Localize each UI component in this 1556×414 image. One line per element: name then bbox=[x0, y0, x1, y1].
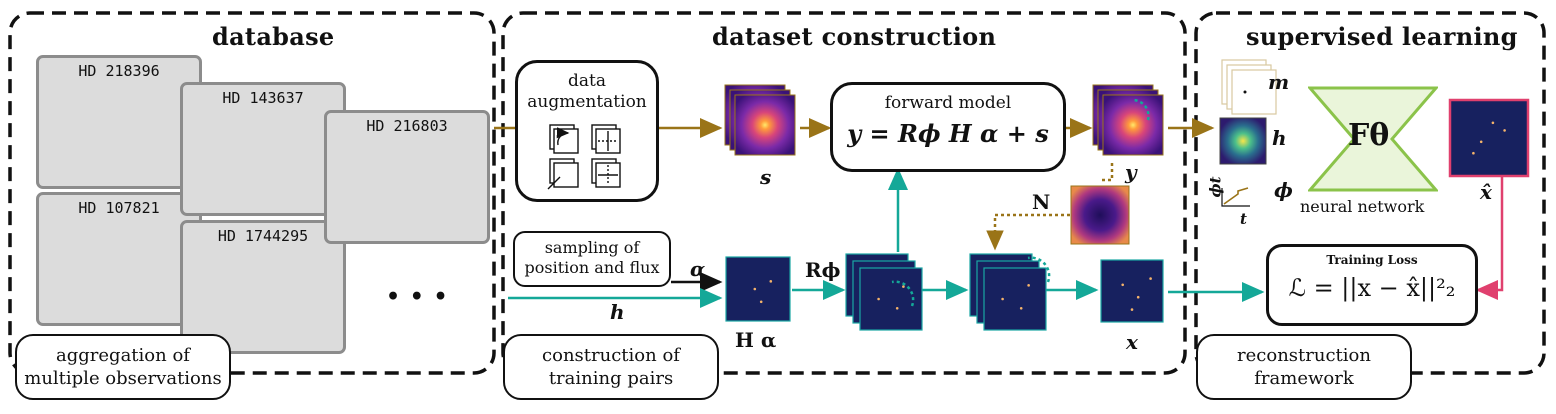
star-dot bbox=[1001, 297, 1004, 301]
neural-network-label: neural network bbox=[1300, 197, 1425, 216]
star-dot bbox=[1027, 284, 1030, 287]
training-pairs-bubble: construction of training pairs bbox=[503, 334, 719, 400]
symbol-y: y bbox=[1125, 160, 1137, 184]
construction-title: dataset construction bbox=[712, 22, 997, 51]
observation-card: HD 107821 bbox=[36, 192, 202, 326]
observation-card: HD 218396 bbox=[36, 55, 202, 189]
observation-card: HD 143637 bbox=[180, 82, 346, 216]
symbol-f-theta: Fθ bbox=[1348, 118, 1390, 153]
star-dot bbox=[769, 280, 773, 283]
framework-bubble: reconstruction framework bbox=[1196, 334, 1412, 400]
symbol-phi-learning: ϕ bbox=[1274, 178, 1293, 202]
symbol-t-learning: t bbox=[1240, 210, 1247, 228]
forward-model-box: forward model y = Rϕ H α + s bbox=[830, 82, 1066, 172]
database-title: database bbox=[212, 22, 335, 51]
star-dot bbox=[902, 285, 905, 288]
star-dot bbox=[1149, 277, 1152, 280]
star-dot bbox=[895, 307, 899, 310]
arrow-noise-to-x bbox=[986, 213, 1070, 251]
sampling-label: sampling of position and flux bbox=[524, 238, 660, 277]
symbol-h-alpha: H α bbox=[735, 328, 777, 352]
rotation-arrow bbox=[1027, 256, 1051, 283]
loss-equation-text: ℒ = ||x − x̂||²₂ bbox=[1288, 274, 1456, 302]
mask-stack bbox=[1231, 69, 1277, 115]
database-panel bbox=[8, 11, 496, 375]
star-dot bbox=[1136, 295, 1140, 299]
star-name: HD 107821 bbox=[78, 199, 160, 217]
star-name: HD 143637 bbox=[222, 89, 304, 107]
augmentation-label: data augmentation bbox=[527, 71, 647, 113]
angle-curve-learning-axes bbox=[1221, 188, 1250, 207]
aggregation-bubble: aggregation of multiple observations bbox=[15, 334, 231, 400]
star-dot bbox=[1491, 121, 1495, 125]
rotation-arrow bbox=[891, 280, 915, 307]
star-name: HD 216803 bbox=[366, 117, 448, 135]
noisy-sources bbox=[983, 267, 1047, 331]
symbol-m-learning: m bbox=[1268, 70, 1290, 94]
augmentation-icon bbox=[547, 124, 621, 190]
psf-learning bbox=[1219, 117, 1267, 165]
rotation-arrow bbox=[1131, 98, 1150, 121]
observation-card: HD 216803 bbox=[324, 110, 490, 244]
augmentation-box: data augmentation bbox=[515, 60, 659, 202]
target-image bbox=[1100, 259, 1164, 323]
mask-dot bbox=[1243, 90, 1247, 94]
star-name: HD 1744295 bbox=[217, 227, 309, 245]
symbol-n: N bbox=[1032, 190, 1051, 214]
arrow-xhat-to-loss bbox=[1475, 177, 1504, 300]
observed-stack bbox=[1102, 94, 1164, 156]
observation-card: HD 1744295 bbox=[180, 220, 346, 354]
symbol-x-hat: x̂ bbox=[1480, 180, 1492, 204]
symbol-x: x bbox=[1126, 330, 1138, 354]
symbol-r-phi: Rϕ bbox=[805, 258, 841, 282]
neural-network-shape bbox=[1308, 86, 1438, 192]
loss-equation: ℒ = ||x − x̂||²₂ bbox=[1269, 273, 1475, 303]
construction-panel bbox=[501, 11, 1187, 375]
symbol-h-learning: h bbox=[1272, 126, 1287, 150]
forward-model-equation: y = Rϕ H α + s bbox=[847, 119, 1049, 148]
learning-title: supervised learning bbox=[1246, 22, 1518, 51]
convolved-sources bbox=[725, 256, 791, 322]
star-name: HD 218396 bbox=[78, 62, 160, 80]
loss-box: Training Loss ℒ = ||x − x̂||²₂ bbox=[1266, 244, 1478, 326]
star-dot bbox=[1019, 307, 1023, 310]
ellipsis: • • • bbox=[386, 284, 449, 310]
star-dot bbox=[1121, 283, 1124, 287]
symbol-h: h bbox=[610, 300, 625, 324]
prediction-image bbox=[1448, 98, 1530, 178]
augmented-residual-stack bbox=[734, 94, 796, 156]
arrow-noise-dotted bbox=[1102, 163, 1114, 182]
angle-curve-learning bbox=[1223, 187, 1249, 205]
star-dot bbox=[1472, 151, 1475, 155]
sampling-box: sampling of position and flux bbox=[513, 231, 671, 287]
star-dot bbox=[753, 287, 757, 291]
rotated-sources bbox=[859, 267, 923, 331]
star-dot bbox=[1503, 129, 1506, 132]
forward-model-title: forward model bbox=[884, 93, 1012, 113]
symbol-s: s bbox=[760, 165, 772, 189]
star-dot bbox=[759, 300, 763, 304]
star-dot bbox=[1130, 308, 1134, 311]
noise-image bbox=[1070, 185, 1130, 245]
symbol-phi-t-learning: ϕt bbox=[1206, 176, 1225, 198]
star-dot bbox=[877, 297, 880, 301]
star-dot bbox=[1479, 140, 1483, 144]
loss-title: Training Loss bbox=[1326, 253, 1418, 267]
symbol-alpha: α bbox=[690, 257, 706, 281]
